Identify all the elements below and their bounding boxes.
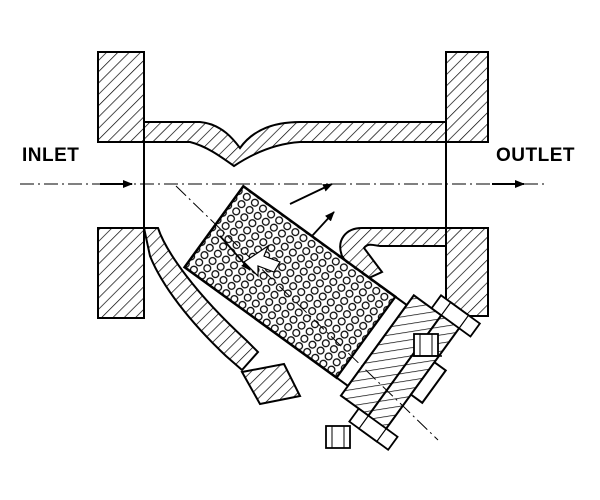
- screen-cap: [339, 293, 482, 451]
- screen-exit-arrow-lower: [311, 211, 335, 237]
- screen-internal-arrow-icon: [243, 244, 281, 278]
- lower-left-body-wall: [142, 227, 260, 372]
- screen-axis-centerline: [175, 185, 439, 441]
- lower-boss: [240, 362, 302, 406]
- cap-plug: [409, 360, 448, 405]
- lower-right-body-wall: [339, 227, 447, 284]
- inlet-label: INLET: [22, 145, 80, 166]
- outlet-flange-bottom: [445, 227, 489, 317]
- screen-inflow-arrow: [219, 235, 251, 271]
- upper-body-wall: [143, 121, 447, 168]
- bolt-upper: [430, 294, 482, 338]
- nut-upper-right: [410, 333, 442, 357]
- nut-lower-left: [325, 425, 351, 449]
- outlet-flange: [445, 51, 489, 317]
- inlet-flange: [97, 51, 145, 319]
- strainer-screen: [182, 184, 409, 388]
- inlet-flange-bottom: [97, 227, 145, 319]
- screen-exit-arrow-upper: [289, 183, 333, 205]
- outlet-flange-top: [445, 51, 489, 143]
- inlet-flange-top: [97, 51, 145, 143]
- outlet-label: OUTLET: [496, 145, 575, 166]
- bolt-lower: [348, 407, 399, 451]
